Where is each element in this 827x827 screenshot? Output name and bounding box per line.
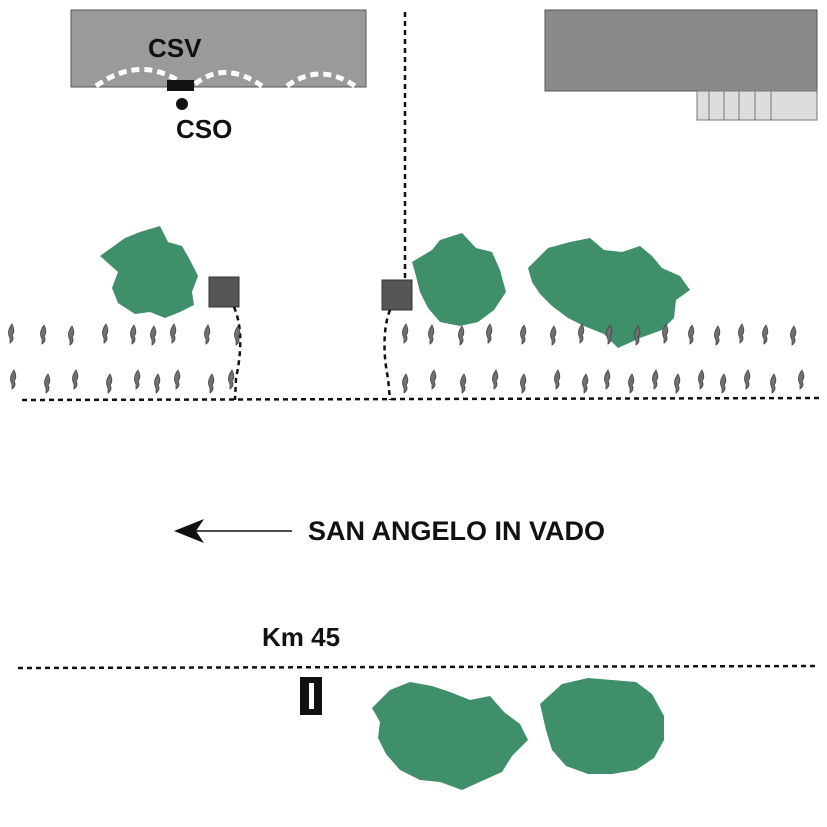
grass-tuft-icon xyxy=(790,325,797,346)
grass-tuft-icon xyxy=(102,323,109,344)
cso-point xyxy=(176,98,188,110)
grass-tuft-icon xyxy=(44,373,51,394)
grass-tuft-icon xyxy=(520,373,527,394)
grass-tuft-icon xyxy=(578,323,585,344)
road-edge-north xyxy=(21,396,821,402)
box-connection-line xyxy=(383,309,392,401)
grass-tuft-icon xyxy=(40,324,47,345)
grass-tuft-icon xyxy=(628,373,635,394)
tree-icon xyxy=(412,233,506,326)
building-csv: CSV xyxy=(70,9,367,89)
tree-icon xyxy=(372,682,528,790)
grass-tuft-icon xyxy=(170,323,177,344)
utility-box-icon xyxy=(208,276,240,308)
grass-tuft-icon xyxy=(492,369,499,390)
grass-tuft-icon xyxy=(134,369,141,390)
csv-label: CSV xyxy=(148,33,202,63)
direction-label: SAN ANGELO IN VADO xyxy=(308,516,605,546)
grass-tuft-icon xyxy=(550,325,557,346)
grass-tuft-icon xyxy=(402,373,409,394)
grass-tuft-icon xyxy=(174,369,181,390)
grass-tuft-icon xyxy=(234,325,241,346)
grass-tuft-icon xyxy=(720,373,727,394)
grass-tuft-icon xyxy=(486,323,493,344)
grass-tuft-icon xyxy=(582,373,589,394)
grass-tuft-icon xyxy=(554,369,561,390)
grass-tuft-icon xyxy=(688,324,695,345)
grass-tuft-icon xyxy=(634,325,641,346)
grass-tuft-icon xyxy=(208,373,215,394)
grass-tuft-icon xyxy=(460,373,467,394)
km-label: Km 45 xyxy=(262,622,340,652)
tree-icon xyxy=(100,226,198,318)
grass-tuft-icon xyxy=(68,325,75,346)
grass-tuft-icon xyxy=(738,323,745,344)
grass-tuft-icon xyxy=(744,369,751,390)
grass-tuft-icon xyxy=(228,369,235,390)
grass-tuft-icon xyxy=(798,369,805,390)
cso-label: CSO xyxy=(176,114,232,144)
grass-tuft-icon xyxy=(430,369,437,390)
grass-tuft-icon xyxy=(204,324,211,345)
grass-row-upper xyxy=(8,323,797,346)
grass-tuft-icon xyxy=(428,324,435,345)
grass-tuft-icon xyxy=(402,323,409,344)
cso-marker-bar xyxy=(167,80,194,91)
tree-icon xyxy=(528,238,690,348)
grass-tuft-icon xyxy=(674,373,681,394)
grass-tuft-icon xyxy=(72,369,79,390)
grass-tuft-icon xyxy=(8,323,15,344)
grass-tuft-icon xyxy=(762,324,769,345)
grass-tuft-icon xyxy=(662,323,669,344)
grass-tuft-icon xyxy=(10,369,17,390)
utility-box-icon xyxy=(381,279,413,311)
tree-icon xyxy=(540,678,664,774)
cso-station: CSO xyxy=(167,80,232,144)
building-right xyxy=(544,9,818,121)
grass-tuft-icon xyxy=(130,324,137,345)
kilometer-marker-icon xyxy=(300,677,322,715)
grass-tuft-icon xyxy=(458,325,465,346)
grass-tuft-icon xyxy=(770,373,777,394)
road-edge-south xyxy=(17,664,817,670)
grass-tuft-icon xyxy=(520,324,527,345)
box-connection-line xyxy=(232,306,242,401)
grass-tuft-icon xyxy=(604,369,611,390)
direction-indicator: SAN ANGELO IN VADO xyxy=(174,516,605,546)
grass-tuft-icon xyxy=(714,325,721,346)
grass-tuft-icon xyxy=(698,369,705,390)
grass-tuft-icon xyxy=(652,369,659,390)
arrow-left-icon xyxy=(174,519,204,543)
grass-row-lower xyxy=(10,369,805,394)
grass-tuft-icon xyxy=(106,373,113,394)
grass-tuft-icon xyxy=(150,325,157,346)
grass-tuft-icon xyxy=(154,373,161,394)
grass-tuft-icon xyxy=(606,324,613,345)
